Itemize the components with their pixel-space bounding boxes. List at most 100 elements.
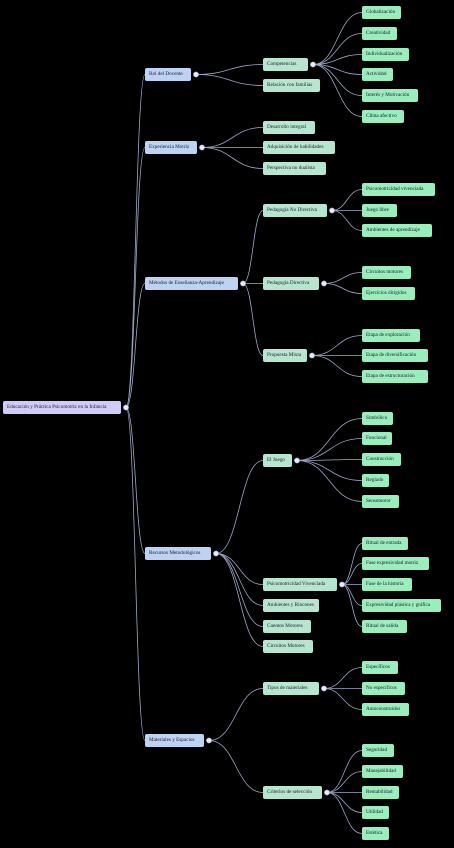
node-circuitos-motores[interactable]: Circuitos motores bbox=[362, 266, 411, 279]
node-clima-afectivo[interactable]: Clima afectivo bbox=[362, 110, 404, 123]
node-interes-y-motivacion[interactable]: Interés y Motivación bbox=[362, 89, 418, 102]
node-autoconstruidos[interactable]: Autoconstruidos bbox=[362, 703, 409, 716]
node-globalizacion[interactable]: Globalización bbox=[362, 6, 401, 19]
collapse-toggle-tipos-de-materiales[interactable] bbox=[321, 685, 327, 692]
node-perspectiva-no-dualista[interactable]: Perspectiva no dualista bbox=[263, 162, 326, 175]
node-reglado[interactable]: Reglado bbox=[362, 474, 389, 487]
node-competencias[interactable]: Competencias bbox=[263, 58, 308, 71]
edge-autoconstruidos bbox=[323, 688, 363, 710]
node-desarrollo-integral[interactable]: Desarrollo integral bbox=[263, 121, 315, 134]
edge-desarrollo-integral bbox=[201, 127, 264, 148]
edge-rol-del-docente bbox=[125, 74, 146, 408]
edge-globalizacion bbox=[312, 12, 363, 65]
node-tipos-de-materiales[interactable]: Tipos de materiales bbox=[263, 682, 319, 695]
edge-criterios-de-seleccion bbox=[208, 740, 264, 793]
node-ambientes-y-rincones[interactable]: Ambientes y Rincones bbox=[263, 599, 319, 612]
edge-manejabilidad bbox=[326, 771, 363, 793]
edge-competencias bbox=[195, 64, 264, 75]
collapse-toggle-metodos-de-ensenanza-aprendizaje[interactable] bbox=[240, 280, 246, 287]
node-estetica[interactable]: Estética bbox=[362, 827, 389, 840]
node-relacion-con-familias[interactable]: Relación con familias bbox=[263, 79, 320, 92]
node-recursos-metodologicos[interactable]: Recursos Metodológicos bbox=[145, 547, 211, 560]
node-juego-libre[interactable]: Juego libre bbox=[362, 204, 397, 217]
edge-psicomotricidad-vivenciada bbox=[331, 189, 363, 211]
node-criterios-de-seleccion[interactable]: Criterios de selección bbox=[263, 786, 322, 799]
collapse-toggle-educacion-y-practica-psicomotriz-en-la-infancia[interactable] bbox=[123, 404, 129, 411]
edge-experiencia-motriz bbox=[125, 147, 146, 408]
node-actividad[interactable]: Actividad bbox=[362, 68, 393, 81]
collapse-toggle-experiencia-motriz[interactable] bbox=[199, 144, 205, 151]
collapse-toggle-recursos-metodologicos[interactable] bbox=[213, 550, 219, 557]
collapse-toggle-pedagogia-directiva[interactable] bbox=[321, 280, 327, 287]
node-experiencia-motriz[interactable]: Experiencia Motriz bbox=[145, 141, 197, 154]
collapse-toggle-criterios-de-seleccion[interactable] bbox=[324, 789, 330, 796]
edge-ambientes-de-aprendizaje bbox=[331, 210, 363, 231]
edge-sensomotor bbox=[296, 460, 363, 502]
node-simbolico[interactable]: Simbólico bbox=[362, 412, 393, 425]
edge-fase-expresividad-motriz bbox=[341, 563, 363, 585]
edge-cuentos-motores bbox=[215, 553, 264, 627]
edge-circuitos-motores bbox=[323, 272, 363, 284]
edge-perspectiva-no-dualista bbox=[201, 147, 264, 169]
edge-tipos-de-materiales bbox=[208, 688, 264, 741]
node-construccion[interactable]: Construcción bbox=[362, 453, 401, 466]
node-etapa-de-exploracion[interactable]: Etapa de exploración bbox=[362, 329, 420, 342]
edge-creatividad bbox=[312, 33, 363, 65]
node-ritual-de-entrada[interactable]: Ritual de entrada bbox=[362, 537, 408, 550]
edge-materiales-y-espacios bbox=[125, 407, 146, 741]
node-no-especificos[interactable]: No específicos bbox=[362, 682, 405, 695]
node-individualizacion[interactable]: Individualización bbox=[362, 48, 409, 61]
node-psicomotricidad-vivenciada[interactable]: Psicomotricidad vivenciada bbox=[362, 183, 435, 196]
edge-recursos-metodologicos bbox=[125, 407, 146, 554]
collapse-toggle-rol-del-docente[interactable] bbox=[193, 71, 199, 78]
node-utilidad[interactable]: Utilidad bbox=[362, 806, 389, 819]
edge-construccion bbox=[296, 459, 363, 461]
node-el-juego[interactable]: El Juego bbox=[263, 454, 292, 467]
collapse-toggle-psicomotricidad-vivenciada[interactable] bbox=[339, 581, 345, 588]
node-ejercicios-dirigidos[interactable]: Ejercicios dirigidos bbox=[362, 287, 415, 300]
collapse-toggle-pedagogia-no-directiva[interactable] bbox=[329, 207, 335, 214]
edge-etapa-de-estructuracion bbox=[311, 355, 363, 377]
node-cuentos-motores[interactable]: Cuentos Motores bbox=[263, 620, 311, 633]
edge-circuitos-motores bbox=[215, 553, 264, 647]
edge-relacion-con-familias bbox=[195, 74, 264, 86]
node-manejabilidad[interactable]: Manejabilidad bbox=[362, 765, 403, 778]
edge-ambientes-y-rincones bbox=[215, 553, 264, 606]
node-pedagogia-no-directiva[interactable]: Pedagogía No Directiva bbox=[263, 204, 327, 217]
node-metodos-de-ensenanza-aprendizaje[interactable]: Métodos de Enseñanza-Aprendizaje bbox=[145, 277, 238, 290]
edge-individualizacion bbox=[312, 54, 363, 65]
edge-ritual-de-salida bbox=[341, 584, 363, 627]
node-circuitos-motores[interactable]: Circuitos Motores bbox=[263, 640, 313, 653]
node-rol-del-docente[interactable]: Rol del Docente bbox=[145, 68, 191, 81]
node-adquisicion-de-habilidades[interactable]: Adquisición de habilidades bbox=[263, 141, 335, 154]
node-sensomotor[interactable]: Sensomotor bbox=[362, 495, 399, 508]
edge-simbolico bbox=[296, 418, 363, 461]
node-propuesta-mixta[interactable]: Propuesta Mixta bbox=[263, 349, 307, 362]
node-fase-expresividad-motriz[interactable]: Fase expresividad motriz bbox=[362, 557, 429, 570]
node-creatividad[interactable]: Creatividad bbox=[362, 27, 397, 40]
node-ambientes-de-aprendizaje[interactable]: Ambientes de aprendizaje bbox=[362, 224, 432, 237]
edge-utilidad bbox=[326, 792, 363, 813]
node-ritual-de-salida[interactable]: Ritual de salida bbox=[362, 620, 407, 633]
node-psicomotricidad-vivenciada[interactable]: Psicomotricidad Vivenciada bbox=[263, 578, 337, 591]
node-fase-de-la-historia[interactable]: Fase de la historia bbox=[362, 578, 412, 591]
collapse-toggle-el-juego[interactable] bbox=[294, 457, 300, 464]
collapse-toggle-propuesta-mixta[interactable] bbox=[309, 352, 315, 359]
node-funcional[interactable]: Funcional bbox=[362, 432, 392, 445]
collapse-toggle-materiales-y-espacios[interactable] bbox=[206, 737, 212, 744]
node-educacion-y-practica-psicomotriz-en-la-infancia[interactable]: Educación y Práctica Psicomotriz en la I… bbox=[3, 401, 121, 414]
edge-clima-afectivo bbox=[312, 64, 363, 117]
node-etapa-de-diversificacion[interactable]: Etapa de diversificación bbox=[362, 349, 428, 362]
edge-pedagogia-no-directiva bbox=[242, 210, 264, 284]
node-expresividad-plastica-y-grafica[interactable]: Expresividad plástica y gráfica bbox=[362, 599, 441, 612]
node-materiales-y-espacios[interactable]: Materiales y Espacios bbox=[145, 734, 204, 747]
node-pedagogia-directiva[interactable]: Pedagogía Directiva bbox=[263, 277, 319, 290]
node-rentabilidad[interactable]: Rentabilidad bbox=[362, 786, 399, 799]
edge-estetica bbox=[326, 792, 363, 834]
node-seguridad[interactable]: Seguridad bbox=[362, 744, 394, 757]
node-especificos[interactable]: Específicos bbox=[362, 661, 398, 674]
node-etapa-de-estructuracion[interactable]: Etapa de estructuración bbox=[362, 370, 428, 383]
collapse-toggle-competencias[interactable] bbox=[310, 61, 316, 68]
